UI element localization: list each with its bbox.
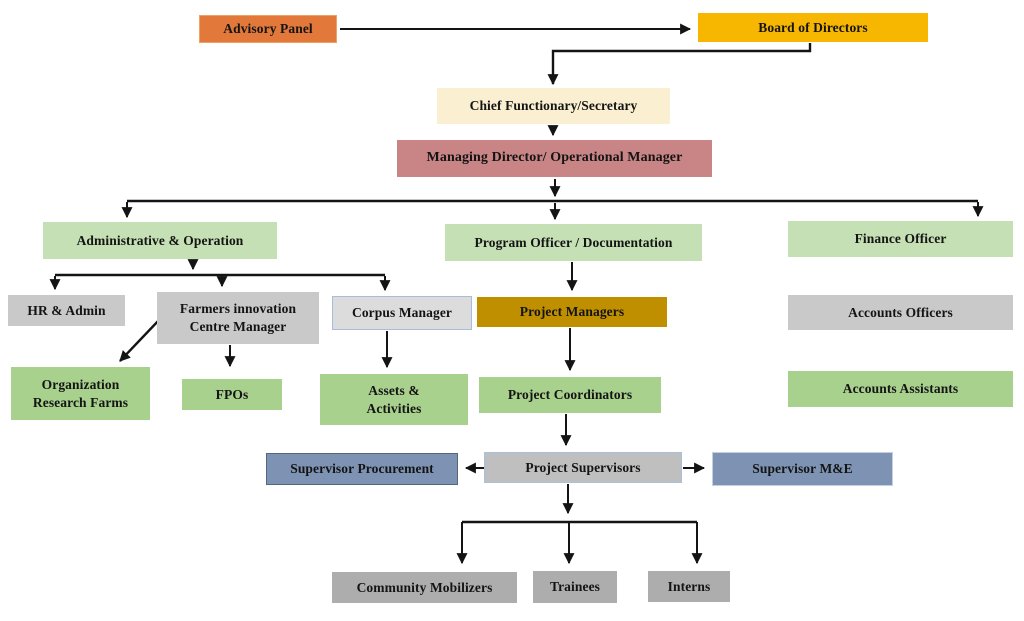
node-accounts-assistants-label: Accounts Assistants xyxy=(842,381,959,397)
node-accounts-officers: Accounts Officers xyxy=(788,295,1013,330)
node-supervisor-me: Supervisor M&E xyxy=(712,452,893,486)
node-accounts-assistants: Accounts Assistants xyxy=(788,371,1013,407)
node-administrative-operation-label: Administrative & Operation xyxy=(76,232,244,248)
node-trainees: Trainees xyxy=(533,571,617,603)
node-project-supervisors: Project Supervisors xyxy=(484,452,682,483)
node-organization-research-farms: Organization Research Farms xyxy=(11,367,150,420)
node-trainees-label: Trainees xyxy=(549,579,601,595)
node-hr-admin: HR & Admin xyxy=(8,295,125,326)
node-managing-director: Managing Director/ Operational Manager xyxy=(397,140,712,177)
node-project-managers-label: Project Managers xyxy=(519,304,625,320)
node-interns: Interns xyxy=(648,571,730,602)
node-advisory-panel-label: Advisory Panel xyxy=(223,21,313,37)
node-corpus-manager-label: Corpus Manager xyxy=(351,305,453,321)
node-fpos-label: FPOs xyxy=(215,386,249,402)
node-managing-director-label: Managing Director/ Operational Manager xyxy=(426,150,683,166)
node-project-coordinators: Project Coordinators xyxy=(479,377,661,413)
connector-farmers-orgfarms xyxy=(119,318,161,362)
node-farmers-innovation-label: Farmers innovation Centre Manager xyxy=(179,301,297,334)
node-supervisor-procurement: Supervisor Procurement xyxy=(266,453,458,485)
node-supervisor-procurement-label: Supervisor Procurement xyxy=(290,461,434,477)
node-corpus-manager: Corpus Manager xyxy=(332,296,472,330)
node-finance-officer: Finance Officer xyxy=(788,221,1013,257)
node-board-of-directors: Board of Directors xyxy=(698,13,928,42)
connector-board-chief xyxy=(547,43,812,86)
node-farmers-innovation-centre-manager: Farmers innovation Centre Manager xyxy=(157,292,319,344)
node-assets-activities-label: Assets & Activities xyxy=(366,382,422,416)
node-project-managers: Project Managers xyxy=(477,297,667,327)
node-board-of-directors-label: Board of Directors xyxy=(758,19,868,35)
node-project-supervisors-label: Project Supervisors xyxy=(525,459,641,475)
node-program-officer: Program Officer / Documentation xyxy=(445,224,702,261)
node-chief-functionary-label: Chief Functionary/Secretary xyxy=(469,98,638,114)
node-interns-label: Interns xyxy=(667,578,711,594)
node-hr-admin-label: HR & Admin xyxy=(27,302,106,318)
node-organization-research-farms-label: Organization Research Farms xyxy=(32,376,129,410)
node-program-officer-label: Program Officer / Documentation xyxy=(474,234,673,250)
node-advisory-panel: Advisory Panel xyxy=(199,15,337,43)
node-fpos: FPOs xyxy=(182,379,282,410)
node-supervisor-me-label: Supervisor M&E xyxy=(752,461,853,477)
node-project-coordinators-label: Project Coordinators xyxy=(507,387,633,403)
node-assets-activities: Assets & Activities xyxy=(320,374,468,425)
node-accounts-officers-label: Accounts Officers xyxy=(848,304,953,320)
node-community-mobilizers: Community Mobilizers xyxy=(332,572,517,603)
node-finance-officer-label: Finance Officer xyxy=(854,231,947,247)
node-administrative-operation: Administrative & Operation xyxy=(43,222,277,259)
node-chief-functionary: Chief Functionary/Secretary xyxy=(437,88,670,124)
node-community-mobilizers-label: Community Mobilizers xyxy=(356,579,493,595)
